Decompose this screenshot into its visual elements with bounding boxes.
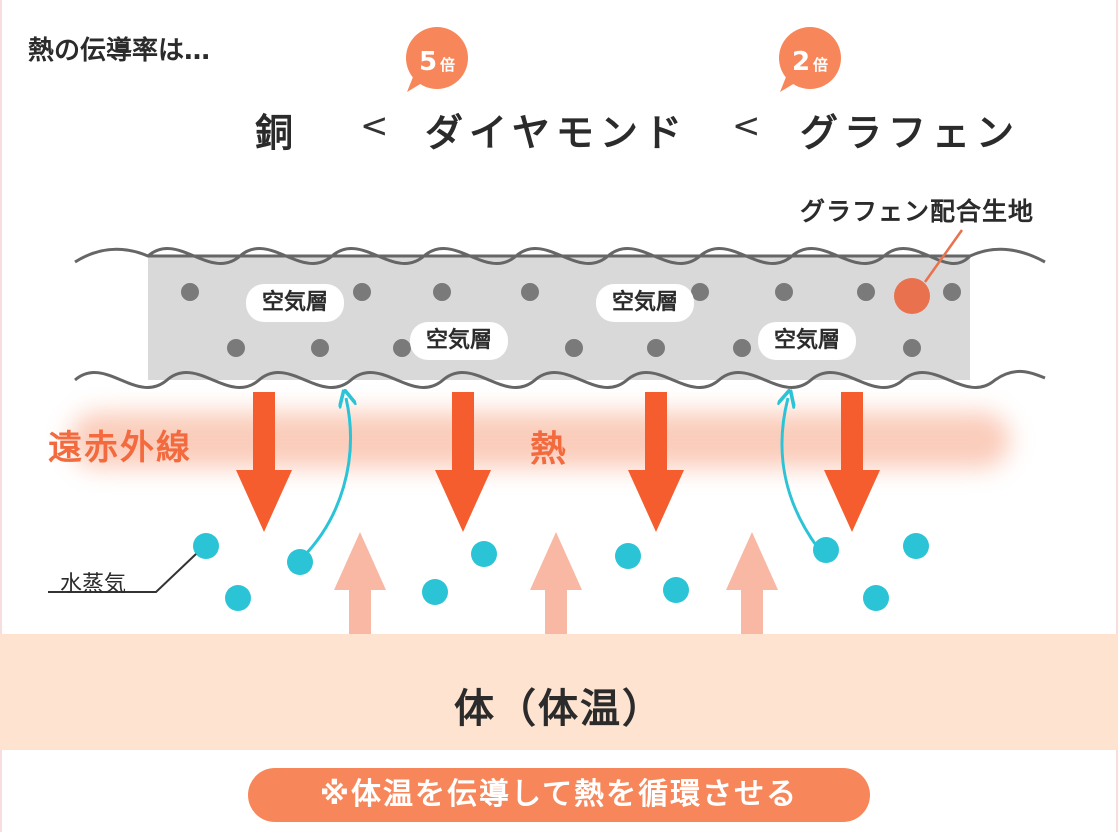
left-frame-line bbox=[0, 0, 2, 832]
badge-5x-value: 5 bbox=[419, 47, 437, 77]
fabric-dots bbox=[181, 283, 961, 357]
graphene-particle bbox=[894, 278, 930, 314]
water-vapor-dots bbox=[193, 533, 929, 611]
air-layer-label: 空気層 bbox=[410, 322, 509, 360]
arrow-down-icon bbox=[435, 392, 491, 532]
badge-2x-unit: 倍 bbox=[813, 56, 828, 74]
arrow-down-icon bbox=[628, 392, 684, 532]
graphene-fabric-label: グラフェン配合生地 bbox=[800, 197, 1035, 226]
fabric-bottom-wave bbox=[74, 370, 1046, 389]
graphene-label: グラフェン bbox=[800, 111, 1021, 155]
copper-label: 銅 bbox=[255, 111, 300, 155]
diamond-label: ダイヤモンド bbox=[425, 111, 688, 155]
graphene-pointer-line bbox=[923, 229, 964, 283]
badge-2x: 2 倍 bbox=[779, 27, 841, 92]
water-vapor-pointer-line bbox=[48, 553, 197, 593]
heat-down-arrows bbox=[236, 392, 880, 532]
air-layer-label: 空気層 bbox=[246, 284, 345, 322]
far-infrared-label: 遠赤外線 bbox=[48, 428, 192, 468]
arrow-down-icon bbox=[824, 392, 880, 532]
badge-5x-unit: 倍 bbox=[440, 56, 455, 74]
badge-2x-value: 2 bbox=[792, 47, 810, 77]
heat-label: 熱 bbox=[530, 429, 567, 470]
curved-arrow-icon bbox=[300, 398, 350, 560]
air-layer-label: 空気層 bbox=[758, 322, 857, 360]
right-frame-line bbox=[1116, 0, 1118, 832]
fabric-top-wave bbox=[147, 247, 972, 265]
note-banner: ※体温を伝導して熱を循環させる bbox=[248, 768, 870, 822]
arrow-down-icon bbox=[236, 392, 292, 532]
curved-arrow-icon bbox=[782, 398, 820, 549]
less-than-sign-2: < bbox=[732, 106, 761, 146]
air-layer-label: 空気層 bbox=[596, 284, 695, 322]
water-vapor-label: 水蒸気 bbox=[60, 572, 127, 597]
far-infrared-glow bbox=[70, 412, 1010, 468]
intro-text: 熱の伝導率は… bbox=[28, 36, 211, 66]
body-temperature-label: 体（体温） bbox=[454, 686, 664, 732]
body-band bbox=[0, 634, 1118, 750]
badge-5x: 5 倍 bbox=[406, 27, 468, 92]
less-than-sign-1: < bbox=[360, 106, 389, 146]
